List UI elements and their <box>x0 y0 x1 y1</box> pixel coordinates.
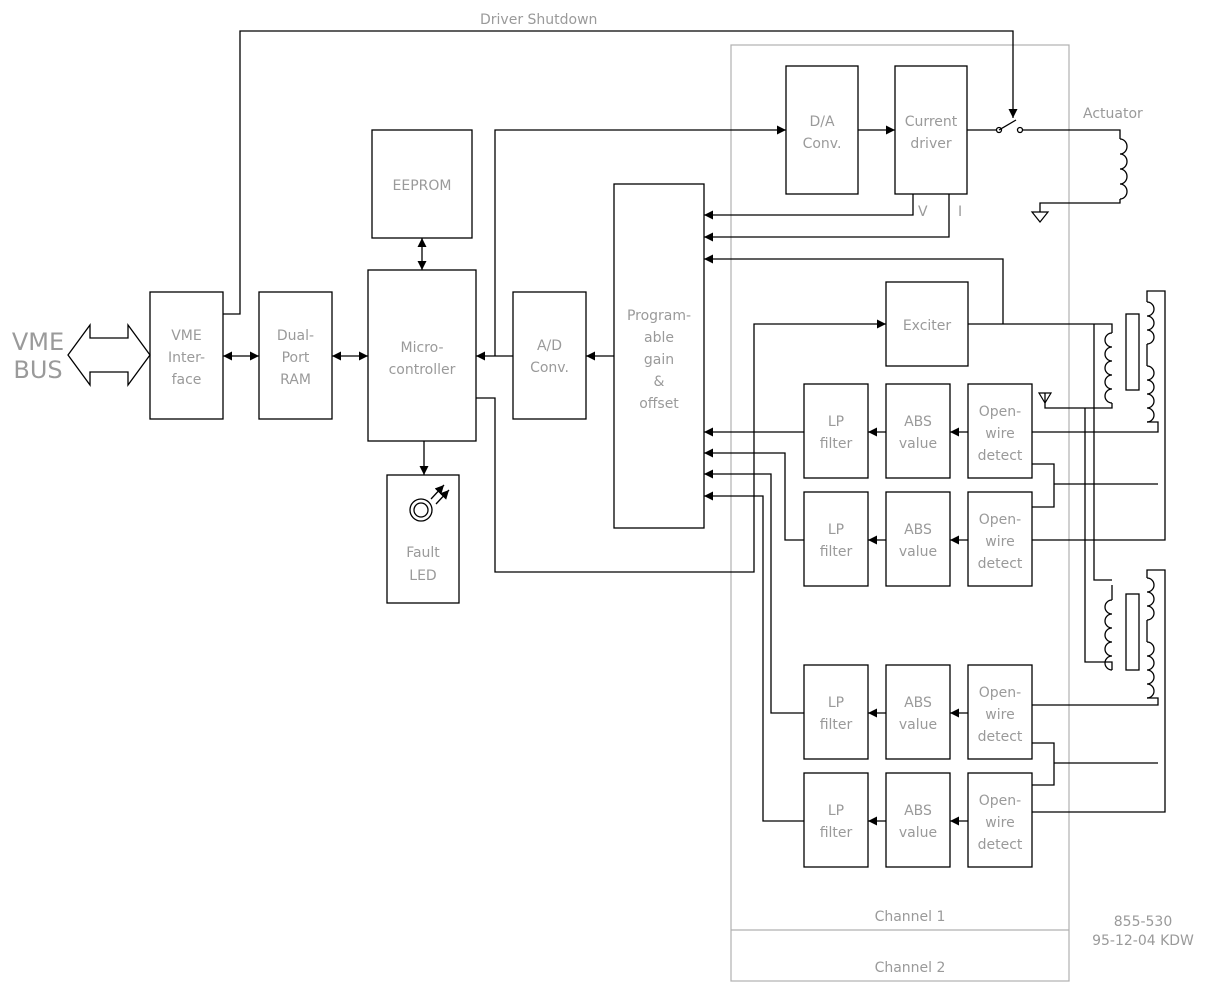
svg-text:Program-: Program- <box>627 308 691 324</box>
svg-text:wire: wire <box>985 707 1014 723</box>
svg-text:&: & <box>654 374 665 390</box>
svg-text:Dual-: Dual- <box>277 328 314 344</box>
current-driver-block: Current driver <box>894 65 968 195</box>
svg-text:controller: controller <box>389 362 456 378</box>
abs-value-block: ABS value <box>885 664 951 760</box>
svg-text:filter: filter <box>820 717 853 733</box>
svg-text:Port: Port <box>282 350 310 366</box>
drawing-number: 855-530 <box>1114 914 1173 930</box>
svg-text:RAM: RAM <box>280 372 311 388</box>
lvdt-sensor-2 <box>1032 408 1166 813</box>
svg-text:detect: detect <box>978 556 1023 572</box>
programmable-gain-block: Program- able gain & offset <box>613 183 705 529</box>
svg-text:value: value <box>899 544 937 560</box>
abs-value-block: ABS value <box>885 491 951 587</box>
svg-text:LED: LED <box>409 568 436 584</box>
microcontroller-block: Micro- controller <box>367 269 477 442</box>
exciter-block: Exciter <box>885 281 969 367</box>
svg-text:LP: LP <box>828 522 844 538</box>
svg-text:Open-: Open- <box>979 685 1021 701</box>
svg-text:VME: VME <box>12 328 64 356</box>
svg-text:ABS: ABS <box>904 414 932 430</box>
actuator-circuit: Actuator <box>967 106 1143 223</box>
svg-text:D/A: D/A <box>809 114 834 130</box>
svg-text:able: able <box>644 330 674 346</box>
svg-text:value: value <box>899 717 937 733</box>
open-wire-links <box>1032 463 1158 786</box>
lp-filter-block: LP filter <box>803 383 869 479</box>
svg-text:detect: detect <box>978 837 1023 853</box>
svg-text:VME: VME <box>171 328 202 344</box>
svg-text:LP: LP <box>828 803 844 819</box>
svg-text:Conv.: Conv. <box>803 136 842 152</box>
svg-text:value: value <box>899 436 937 452</box>
svg-text:filter: filter <box>820 544 853 560</box>
svg-text:BUS: BUS <box>13 356 62 384</box>
da-conv-block: D/A Conv. <box>785 65 859 195</box>
svg-text:LP: LP <box>828 695 844 711</box>
svg-text:gain: gain <box>644 352 674 368</box>
svg-text:Exciter: Exciter <box>903 318 952 334</box>
vme-bus-label: VME BUS <box>12 328 64 384</box>
bus-connections <box>223 125 895 573</box>
channel-panel <box>730 44 1070 982</box>
svg-text:wire: wire <box>985 534 1014 550</box>
vi-feedback: V I <box>704 194 962 242</box>
exciter-connections <box>704 254 1113 600</box>
svg-text:I: I <box>958 204 962 220</box>
svg-text:Open-: Open- <box>979 512 1021 528</box>
svg-text:face: face <box>172 372 202 388</box>
open-wire-detect-block: Open- wire detect <box>967 664 1033 760</box>
abs-value-block: ABS value <box>885 772 951 868</box>
svg-text:Open-: Open- <box>979 793 1021 809</box>
svg-text:driver: driver <box>910 136 951 152</box>
svg-text:Conv.: Conv. <box>530 360 569 376</box>
svg-text:value: value <box>899 825 937 841</box>
svg-text:LP: LP <box>828 414 844 430</box>
drawing-date: 95-12-04 KDW <box>1092 933 1194 949</box>
svg-text:EEPROM: EEPROM <box>393 178 452 194</box>
svg-text:Fault: Fault <box>406 545 440 561</box>
fault-led-block: Fault LED <box>386 474 460 604</box>
eeprom-block: EEPROM <box>371 129 473 239</box>
svg-text:detect: detect <box>978 729 1023 745</box>
open-wire-detect-block: Open- wire detect <box>967 772 1033 868</box>
svg-text:ABS: ABS <box>904 695 932 711</box>
svg-text:V: V <box>918 204 928 220</box>
svg-text:wire: wire <box>985 426 1014 442</box>
svg-text:Driver Shutdown: Driver Shutdown <box>480 12 597 28</box>
svg-text:A/D: A/D <box>537 338 562 354</box>
lvdt-sensor-1 <box>1032 290 1166 541</box>
vme-bus-arrow <box>67 323 151 387</box>
ad-conv-block: A/D Conv. <box>512 291 587 420</box>
svg-text:Open-: Open- <box>979 404 1021 420</box>
lp-filter-block: LP filter <box>803 664 869 760</box>
svg-text:Current: Current <box>905 114 958 130</box>
open-wire-detect-block: Open- wire detect <box>967 491 1033 587</box>
lp-filter-block: LP filter <box>803 772 869 868</box>
svg-text:ABS: ABS <box>904 522 932 538</box>
svg-text:offset: offset <box>639 396 679 412</box>
dual-port-ram-block: Dual- Port RAM <box>258 291 333 420</box>
svg-text:Micro-: Micro- <box>401 340 444 356</box>
driver-shutdown-line: Driver Shutdown <box>223 12 1018 315</box>
open-wire-detect-block: Open- wire detect <box>967 383 1033 479</box>
channel-2-label: Channel 2 <box>875 960 946 976</box>
lp-filter-block: LP filter <box>803 491 869 587</box>
svg-text:filter: filter <box>820 825 853 841</box>
channel-1-label: Channel 1 <box>875 909 946 925</box>
signal-chain-arrows <box>704 427 968 826</box>
svg-text:wire: wire <box>985 815 1014 831</box>
vme-interface-block: VME Inter- face <box>149 291 224 420</box>
abs-value-block: ABS value <box>885 383 951 479</box>
svg-text:filter: filter <box>820 436 853 452</box>
svg-text:Actuator: Actuator <box>1083 106 1143 122</box>
svg-text:ABS: ABS <box>904 803 932 819</box>
svg-text:Inter-: Inter- <box>168 350 205 366</box>
svg-text:detect: detect <box>978 448 1023 464</box>
